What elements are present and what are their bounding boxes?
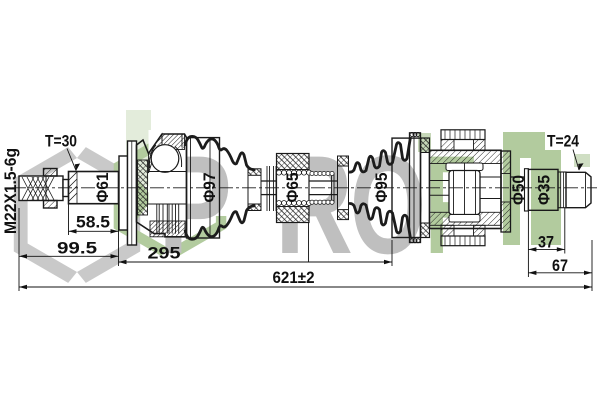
svg-text:37: 37: [538, 233, 554, 252]
svg-text:T=24: T=24: [547, 132, 579, 151]
svg-text:Φ61: Φ61: [93, 173, 112, 203]
svg-text:Φ65: Φ65: [283, 173, 302, 203]
svg-text:T=30: T=30: [45, 132, 77, 151]
svg-text:295: 295: [148, 244, 181, 263]
svg-text:Φ35: Φ35: [535, 175, 554, 205]
svg-text:M22X1.5-6g: M22X1.5-6g: [1, 148, 20, 234]
svg-text:67: 67: [552, 256, 568, 275]
svg-text:58.5: 58.5: [76, 213, 110, 232]
svg-text:621±2: 621±2: [273, 268, 315, 287]
svg-text:Φ97: Φ97: [200, 173, 219, 203]
svg-text:Φ95: Φ95: [372, 173, 391, 203]
svg-text:Φ50: Φ50: [509, 175, 528, 205]
svg-text:99.5: 99.5: [57, 239, 97, 258]
